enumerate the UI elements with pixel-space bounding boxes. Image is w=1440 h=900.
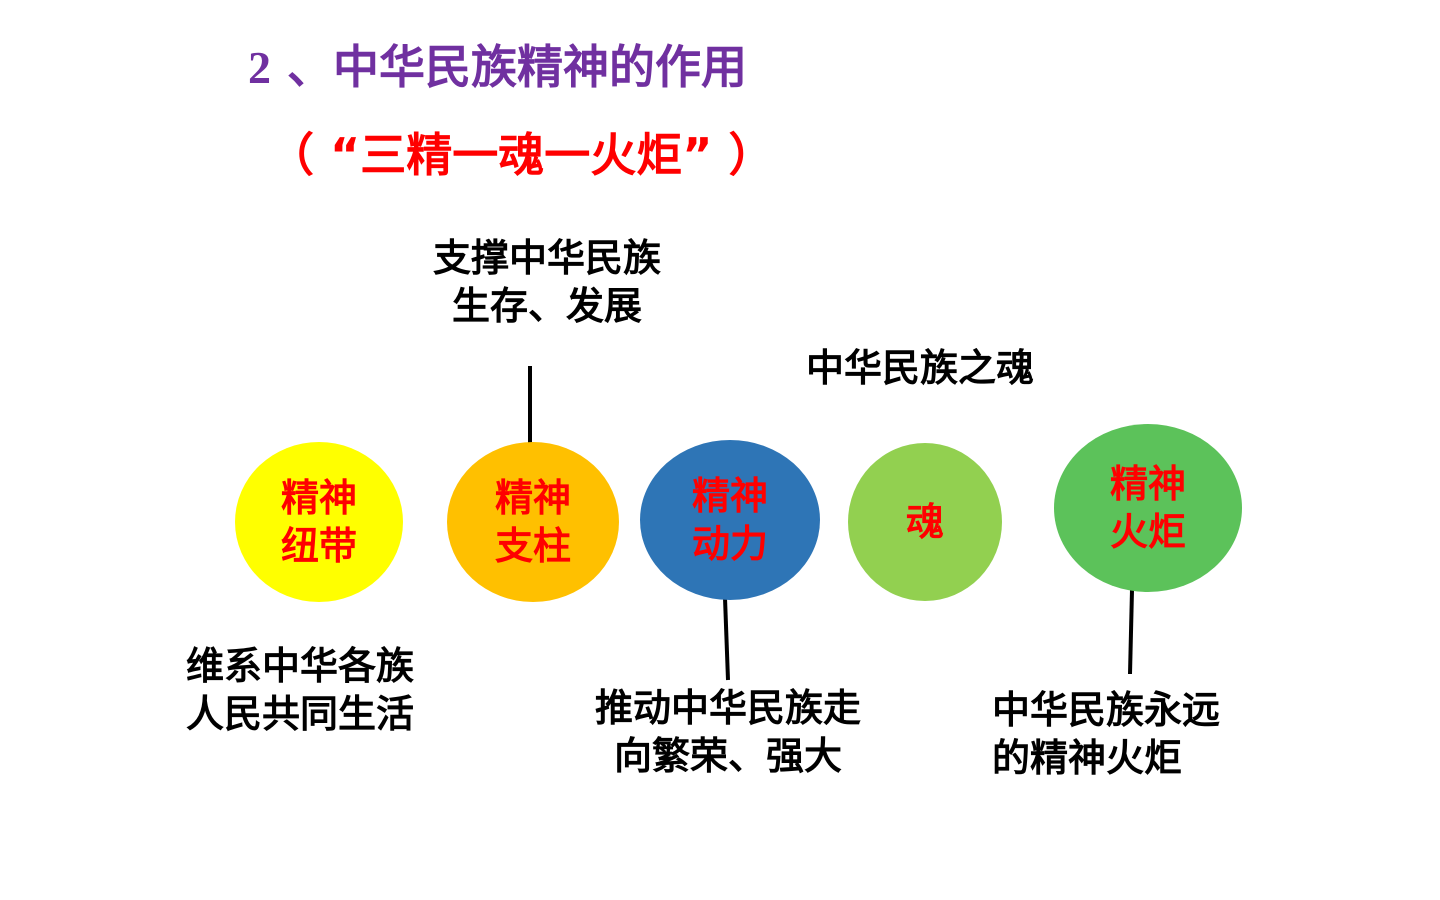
desc-power-line1: 推动中华民族走: [594, 686, 861, 730]
desc-power: 推动中华民族走 向繁荣、强大: [568, 684, 888, 780]
node-label-line2: 动力: [691, 522, 768, 566]
title-separator: 、: [287, 40, 334, 94]
slide-title: 2 、中华民族精神的作用: [248, 40, 747, 95]
node-label-line1: 精神: [691, 474, 768, 518]
desc-soul-line1: 中华民族之魂: [806, 346, 1035, 390]
node-label-line2: 支柱: [494, 524, 571, 568]
desc-pillar: 支撑中华民族 生存、发展: [402, 234, 692, 330]
connector-power: [723, 597, 730, 681]
desc-bond-line1: 维系中华各族: [186, 644, 415, 688]
desc-power-line2: 向繁荣、强大: [613, 734, 842, 778]
desc-torch-line1: 中华民族永远: [992, 688, 1221, 732]
node-spirit-pillar: 精神 支柱: [447, 442, 619, 602]
connector-torch: [1128, 589, 1134, 675]
title-text: 中华民族精神的作用: [333, 40, 748, 94]
node-spirit-torch: 精神 火炬: [1054, 424, 1242, 592]
node-label-line2: 火炬: [1109, 510, 1186, 554]
node-spirit-power: 精神 动力: [640, 440, 820, 600]
desc-soul: 中华民族之魂: [806, 344, 1034, 392]
node-label-line1: 精神: [494, 476, 571, 520]
node-label-line1: 精神: [280, 476, 357, 520]
desc-bond-line2: 人民共同生活: [186, 692, 415, 736]
node-soul: 魂: [848, 443, 1002, 601]
desc-bond: 维系中华各族 人民共同生活: [186, 642, 414, 738]
node-label-line2: 纽带: [280, 524, 357, 568]
node-label-line1: 魂: [905, 500, 944, 544]
node-spirit-bond: 精神 纽带: [235, 442, 403, 602]
title-number: 2: [248, 42, 271, 93]
slide-subtitle: （ “三精一魂一火炬” ）: [268, 128, 775, 182]
node-label-line1: 精神: [1109, 462, 1186, 506]
desc-pillar-line2: 生存、发展: [451, 284, 642, 328]
desc-torch-line2: 的精神火炬: [992, 736, 1183, 780]
desc-torch: 中华民族永远 的精神火炬: [992, 686, 1220, 782]
desc-pillar-line1: 支撑中华民族: [432, 236, 661, 280]
